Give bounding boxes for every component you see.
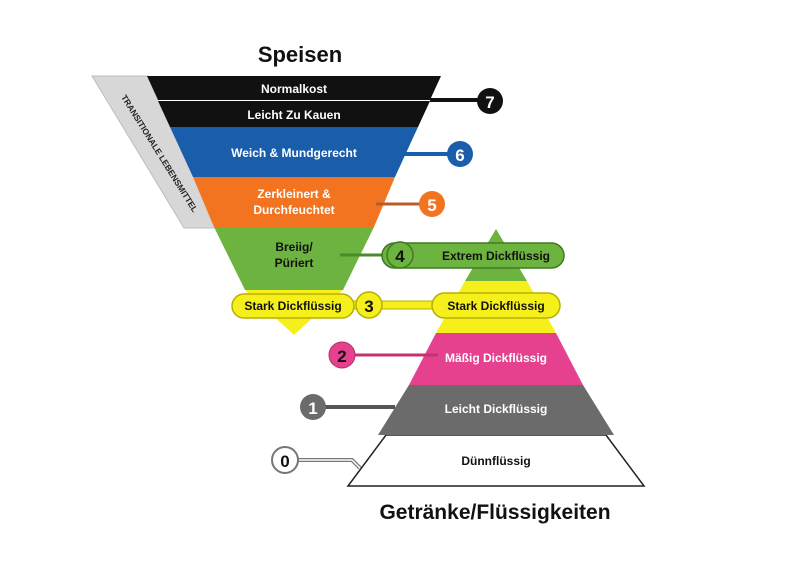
food-label-7a: Normalkost xyxy=(261,82,327,96)
number-badge-0 xyxy=(271,446,299,474)
drink-level-3-pill xyxy=(431,292,561,319)
food-label-5-line1: Zerkleinert & xyxy=(257,187,331,201)
drink-label-1: Leicht Dickflüssig xyxy=(445,402,548,416)
number-badge-3 xyxy=(355,291,383,319)
food-label-7b: Leicht Zu Kauen xyxy=(247,108,340,122)
drink-level-1 xyxy=(378,385,614,435)
number-2: 2 xyxy=(337,347,346,366)
drink-level-4-pill xyxy=(381,242,565,269)
food-label-6: Weich & Mundgerecht xyxy=(231,146,357,160)
number-6: 6 xyxy=(455,146,464,165)
food-label-3: Stark Dickflüssig xyxy=(244,299,341,313)
number-3: 3 xyxy=(364,297,373,316)
number-1: 1 xyxy=(308,399,317,418)
food-level-3-pill xyxy=(231,293,355,319)
food-label-5-line2: Durchfeuchtet xyxy=(253,203,334,217)
number-7: 7 xyxy=(485,93,494,112)
food-level-7b xyxy=(158,101,430,127)
food-label-4-line2: Püriert xyxy=(275,256,314,270)
number-badge-7 xyxy=(477,88,503,114)
drink-level-2 xyxy=(409,333,583,385)
number-badge-4 xyxy=(386,241,414,269)
number-badge-6 xyxy=(447,141,473,167)
drink-label-4: Extrem Dickflüssig xyxy=(442,249,550,263)
food-level-6 xyxy=(170,127,418,177)
food-level-5 xyxy=(193,177,395,227)
number-badge-2 xyxy=(328,341,356,369)
food-level-7a xyxy=(147,76,441,100)
food-title: Speisen xyxy=(258,42,342,67)
food-level-4 xyxy=(214,227,374,290)
number-4: 4 xyxy=(395,247,405,266)
food-label-4-line1: Breiig/ xyxy=(275,240,313,254)
drink-label-2: Mäßig Dickflüssig xyxy=(445,351,547,365)
number-5: 5 xyxy=(427,196,436,215)
drink-label-3: Stark Dickflüssig xyxy=(447,299,544,313)
number-badge-1 xyxy=(300,394,326,420)
number-0: 0 xyxy=(280,452,289,471)
drinks-title: Getränke/Flüssigkeiten xyxy=(379,501,610,524)
drink-label-0: Dünnflüssig xyxy=(461,454,530,468)
number-badge-5 xyxy=(419,191,445,217)
